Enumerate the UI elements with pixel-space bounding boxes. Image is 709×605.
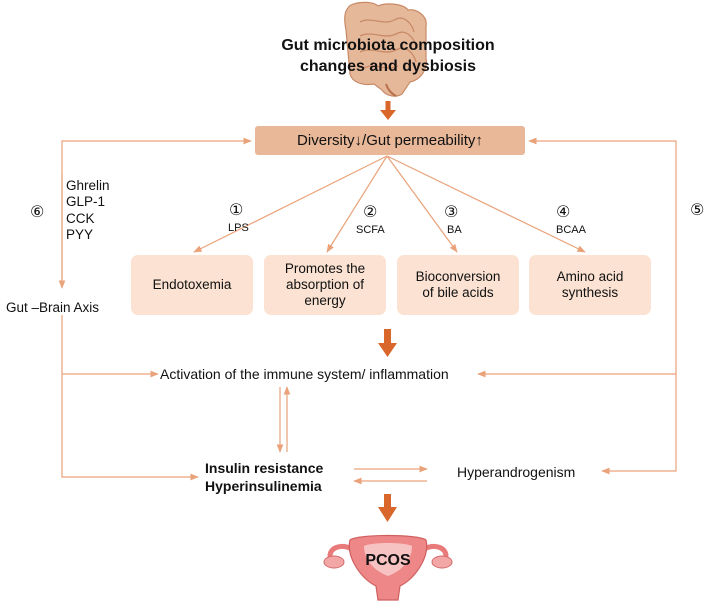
intestine-icon [344, 1, 427, 97]
energy-line-2: absorption of [285, 276, 365, 292]
endotoxemia-line-1: Endotoxemia [152, 276, 232, 292]
hormone-glp1: GLP-1 [66, 194, 106, 210]
block-arrow-to-pcos [378, 494, 397, 522]
diversity-permeability-box: Diversity↓/Gut permeability↑ [255, 126, 525, 155]
energy-line-3: energy [304, 293, 346, 309]
hormone-cck: CCK [66, 210, 95, 226]
title-line-1: Gut microbiota composition [281, 37, 495, 54]
immune-insulin-arrows [276, 386, 291, 453]
mechanism-1-number: ① [229, 202, 244, 219]
bile-line-2: of bile acids [422, 285, 494, 300]
insulin-block: Insulin resistance Hyperinsulinemia [205, 459, 323, 495]
bile-line-1: Bioconversion [415, 268, 501, 284]
path-6-number: ⑥ [30, 204, 45, 221]
uterus-icon [323, 534, 453, 601]
pcos-label: PCOS [365, 552, 411, 569]
right-loop [477, 137, 677, 475]
mechanism-box-energy-absorption: Promotes the absorption of energy [264, 255, 386, 315]
gut-brain-axis-label: Gut –Brain Axis [6, 300, 100, 315]
fanout-lines [193, 155, 586, 253]
mechanism-box-bile-acids: Bioconversion of bile acids [397, 255, 519, 315]
block-arrow-to-immune [378, 329, 397, 357]
immune-activation-label: Activation of the immune system/ inflamm… [160, 366, 449, 382]
title: Gut microbiota composition changes and d… [249, 36, 527, 78]
insulin-androgen-arrows [353, 465, 428, 485]
path-5-number: ⑤ [690, 202, 705, 219]
hormone-ghrelin: Ghrelin [66, 178, 110, 193]
mechanism-3-abbrev: BA [447, 224, 462, 236]
mechanism-2-abbrev: SCFA [356, 224, 385, 236]
mechanism-2-number: ② [363, 204, 378, 221]
amino-line-1: Amino acid [556, 268, 624, 284]
hormone-pyy: PYY [66, 227, 94, 243]
mechanism-box-endotoxemia: Endotoxemia [131, 255, 253, 315]
mechanism-box-amino-acid: Amino acid synthesis [529, 255, 651, 315]
amino-line-2: synthesis [561, 285, 619, 300]
mechanism-1-abbrev: LPS [228, 222, 249, 234]
energy-line-1: Promotes the [284, 260, 366, 276]
insulin-resistance-label: Insulin resistance [205, 460, 324, 476]
hormone-list: Ghrelin GLP-1 CCK PYY [66, 178, 110, 244]
mechanism-4-number: ④ [556, 204, 571, 221]
block-arrow-to-diversity [380, 101, 396, 120]
mechanism-4-abbrev: BCAA [556, 224, 586, 236]
left-loop [58, 137, 252, 481]
mechanism-3-number: ③ [444, 204, 459, 221]
title-line-2: changes and dysbiosis [299, 57, 477, 75]
diversity-permeability-label: Diversity↓/Gut permeability↑ [297, 132, 483, 149]
hyperandrogenism-label: Hyperandrogenism [457, 464, 576, 480]
hyperinsulinemia-label: Hyperinsulinemia [205, 478, 322, 495]
